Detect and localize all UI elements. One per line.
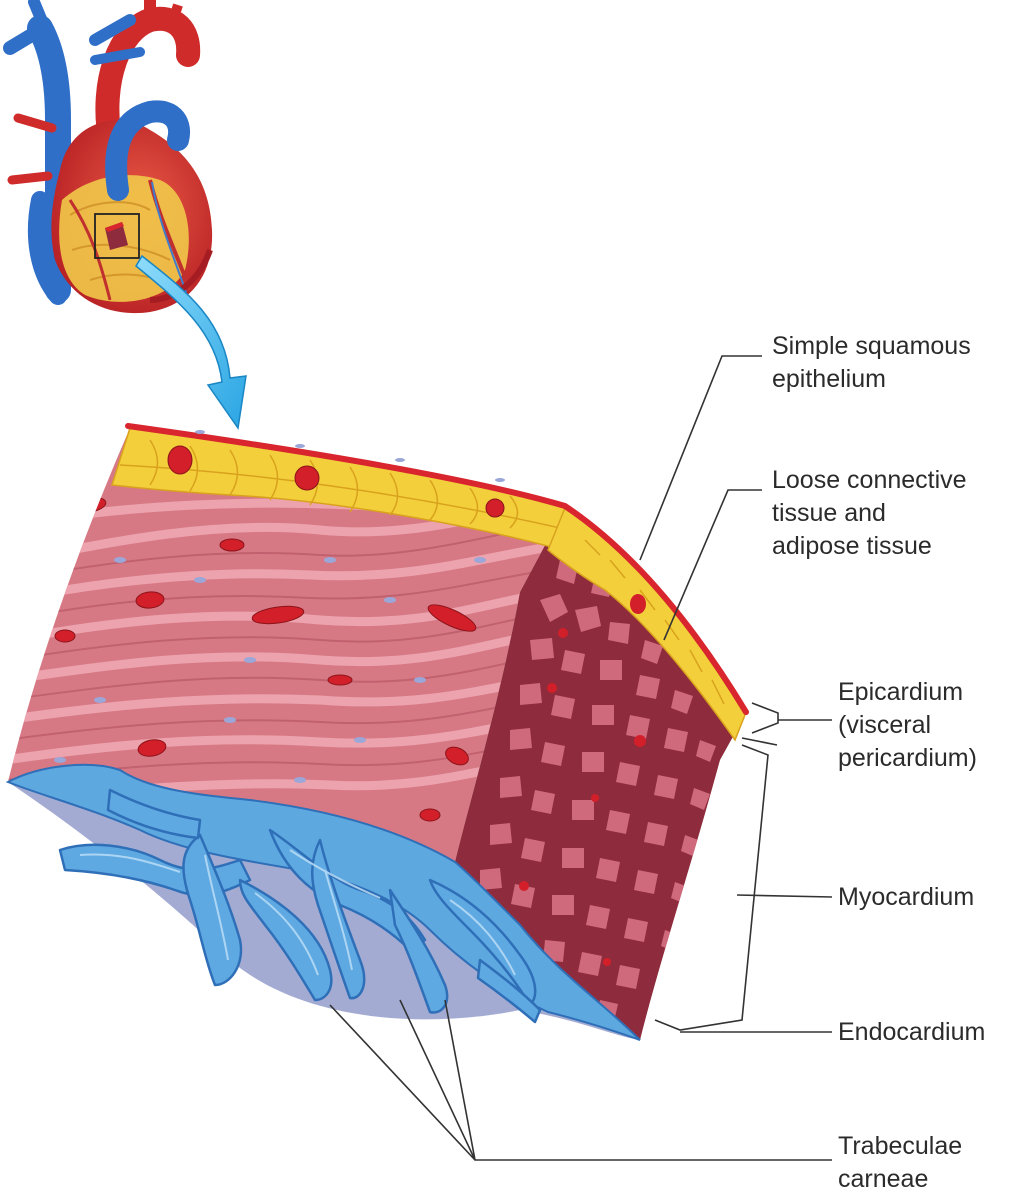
label-endocardium: Endocardium: [838, 1018, 986, 1046]
endocardium-trabeculae: [5, 763, 641, 1041]
label-myocardium: Myocardium: [838, 883, 975, 911]
zoom-arrow-icon: [135, 254, 247, 430]
label-trabeculae-carneae: Trabeculae carneae: [838, 1132, 963, 1193]
tissue-block: [5, 423, 749, 1041]
label-loose-connective-tissue: Loose connective tissue and adipose tiss…: [772, 466, 967, 560]
heart-icon: [3, 0, 213, 314]
label-epicardium: Epicardium (visceral pericardium): [838, 678, 977, 772]
simple-squamous-epithelium: [125, 423, 749, 715]
label-simple-squamous-epithelium: Simple squamous epithelium: [772, 332, 971, 393]
leader-lines: [329, 355, 833, 1161]
